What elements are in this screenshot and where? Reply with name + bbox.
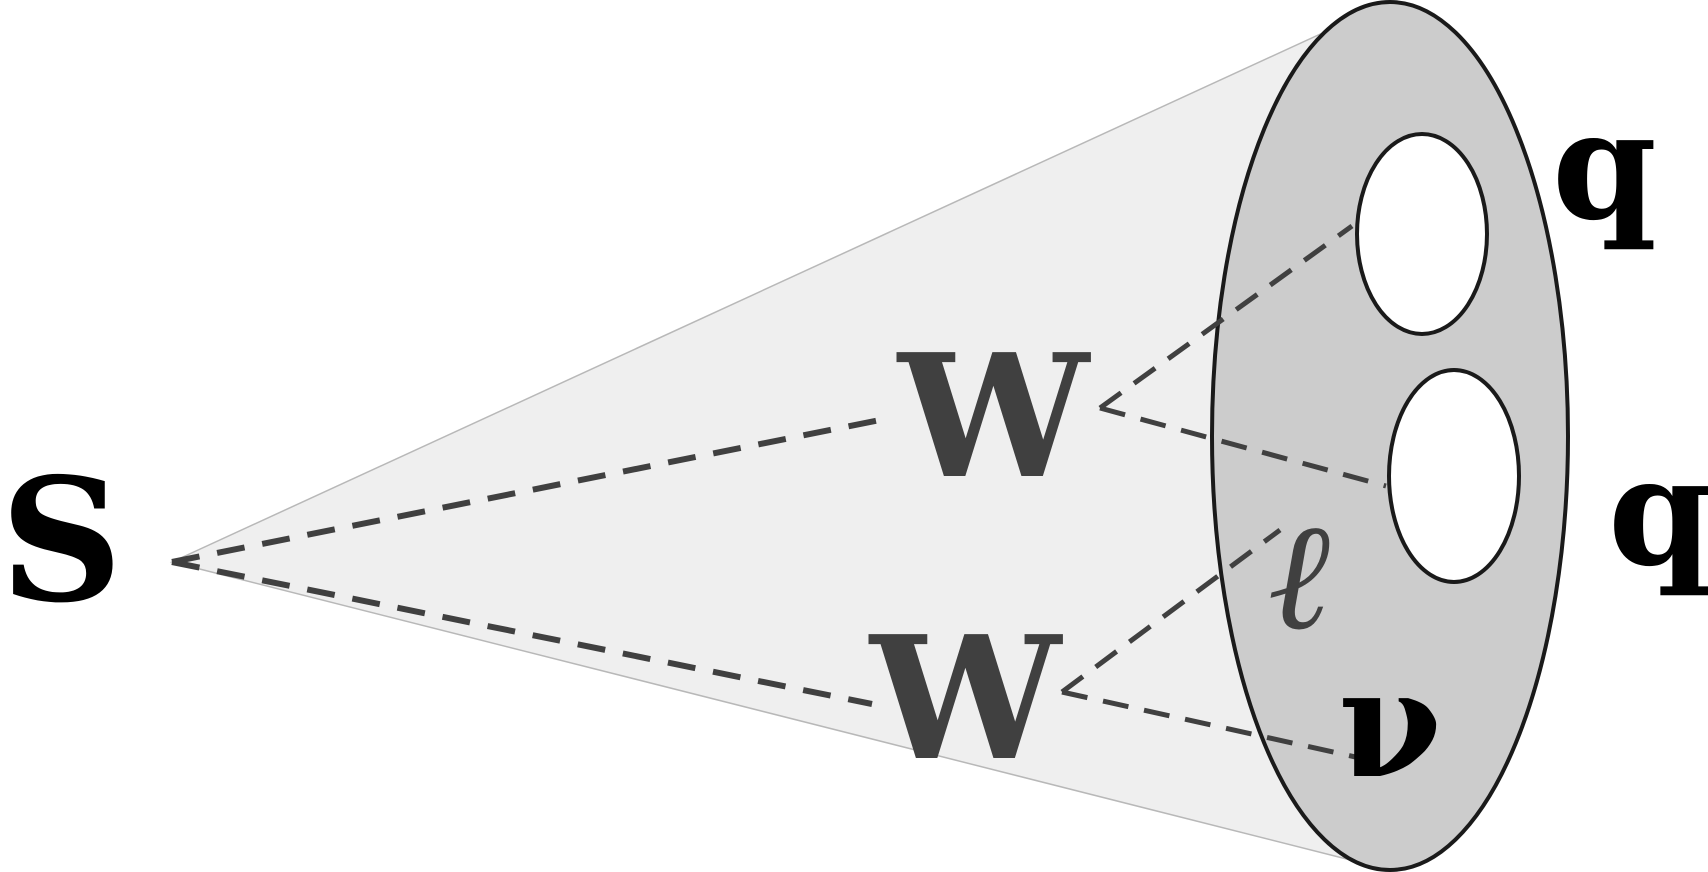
s-to-w-lower-line — [171, 559, 873, 707]
label-s: S — [0, 441, 123, 641]
quark-jet-lower — [1387, 368, 1521, 584]
cone-body — [169, 0, 1391, 871]
label-q-lower: q — [1608, 424, 1708, 600]
label-w-upper: W — [896, 317, 1091, 517]
label-lepton: ℓ — [1270, 488, 1334, 664]
quark-jet-upper — [1355, 132, 1489, 336]
w-upper-to-q-lower-line — [1099, 405, 1387, 489]
w-lower-to-lepton-line — [1060, 527, 1282, 695]
w-upper-to-q-upper-line — [1098, 223, 1354, 411]
w-lower-to-neutrino-line — [1061, 689, 1361, 761]
label-neutrino: ν — [1338, 636, 1442, 812]
label-q-upper: q — [1552, 78, 1657, 254]
s-to-w-upper-line — [171, 417, 881, 565]
label-w-lower: W — [868, 599, 1063, 799]
